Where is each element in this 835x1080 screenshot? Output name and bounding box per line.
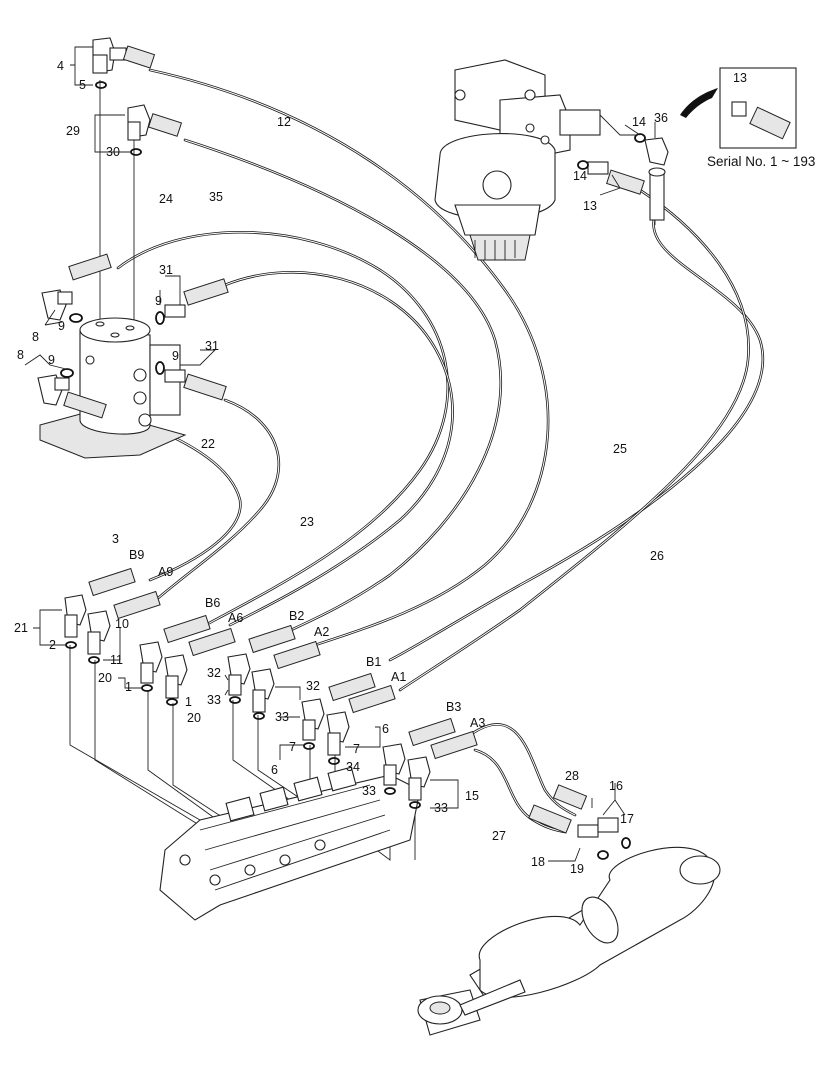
inset-part-label: 13 xyxy=(733,71,747,85)
hose-25 xyxy=(388,213,764,662)
label-15: 15 xyxy=(465,789,479,803)
hose-27 xyxy=(473,748,567,834)
label-22: 22 xyxy=(201,437,215,451)
label-34: 34 xyxy=(346,760,360,774)
label-17: 17 xyxy=(620,812,634,826)
label-4: 4 xyxy=(57,59,64,73)
label-11: 11 xyxy=(110,653,123,667)
label-B3: B3 xyxy=(446,700,461,714)
label-33b: 33 xyxy=(275,710,289,724)
label-6b: 6 xyxy=(271,763,278,777)
label-6a: 6 xyxy=(382,722,389,736)
label-13: 13 xyxy=(583,199,597,213)
label-A3: A3 xyxy=(470,716,485,730)
label-33a: 33 xyxy=(207,693,221,707)
label-14a: 14 xyxy=(632,115,646,129)
label-B2: B2 xyxy=(289,609,304,623)
label-32b: 32 xyxy=(306,679,320,693)
label-29: 29 xyxy=(66,124,80,138)
hose-35 xyxy=(183,138,503,642)
label-31b: 31 xyxy=(205,339,219,353)
inset-caption: Serial No. 1 ~ 193 xyxy=(707,154,815,169)
label-12: 12 xyxy=(277,115,291,129)
label-24: 24 xyxy=(159,192,173,206)
label-36: 36 xyxy=(654,111,668,125)
label-3: 3 xyxy=(112,532,119,546)
label-28: 28 xyxy=(565,769,579,783)
label-16: 16 xyxy=(609,779,623,793)
label-8b: 8 xyxy=(17,348,24,362)
label-A9: A9 xyxy=(158,565,173,579)
hydraulic-cylinder xyxy=(417,846,721,1036)
label-27: 27 xyxy=(492,829,506,843)
hose-12 xyxy=(148,68,550,652)
label-9a: 9 xyxy=(155,294,162,308)
label-20b: 20 xyxy=(187,711,201,725)
label-23: 23 xyxy=(300,515,314,529)
label-brackets xyxy=(24,46,656,862)
serial-inset: 13 Serial No. 1 ~ 193 xyxy=(680,67,815,169)
label-31a: 31 xyxy=(159,263,173,277)
label-26: 26 xyxy=(650,549,664,563)
label-A6: A6 xyxy=(228,611,243,625)
arrow-icon xyxy=(680,88,718,118)
hose-24 xyxy=(116,230,449,630)
label-25: 25 xyxy=(613,442,627,456)
hose-23 xyxy=(223,271,454,627)
control-valve xyxy=(159,766,421,921)
label-10: 10 xyxy=(115,617,129,631)
fittings xyxy=(37,37,669,838)
label-9b: 9 xyxy=(58,319,65,333)
hose-28 xyxy=(468,723,577,817)
label-9d: 9 xyxy=(172,349,179,363)
label-8a: 8 xyxy=(32,330,39,344)
label-20a: 20 xyxy=(98,671,112,685)
label-B1: B1 xyxy=(366,655,381,669)
label-A1: A1 xyxy=(391,670,406,684)
label-B9: B9 xyxy=(129,548,144,562)
label-19: 19 xyxy=(570,862,584,876)
callout-labels: 4 5 29 30 12 35 24 31 9 8 9 8 9 9 31 22 … xyxy=(14,59,668,876)
leader-lines xyxy=(69,80,656,861)
label-14b: 14 xyxy=(573,169,587,183)
hose-26 xyxy=(398,188,750,692)
label-9c: 9 xyxy=(48,353,55,367)
label-1b: 1 xyxy=(185,695,192,709)
swing-motor xyxy=(434,59,601,261)
label-1a: 1 xyxy=(125,680,132,694)
label-33d: 33 xyxy=(434,801,448,815)
label-A2: A2 xyxy=(314,625,329,639)
label-18: 18 xyxy=(531,855,545,869)
label-30: 30 xyxy=(106,145,120,159)
label-2: 2 xyxy=(49,638,56,652)
label-35: 35 xyxy=(209,190,223,204)
label-B6: B6 xyxy=(205,596,220,610)
label-32a: 32 xyxy=(207,666,221,680)
label-21: 21 xyxy=(14,621,28,635)
label-7b: 7 xyxy=(353,742,360,756)
label-33c: 33 xyxy=(362,784,376,798)
label-5: 5 xyxy=(79,78,86,92)
hose-22 xyxy=(148,398,281,607)
label-7a: 7 xyxy=(289,740,296,754)
